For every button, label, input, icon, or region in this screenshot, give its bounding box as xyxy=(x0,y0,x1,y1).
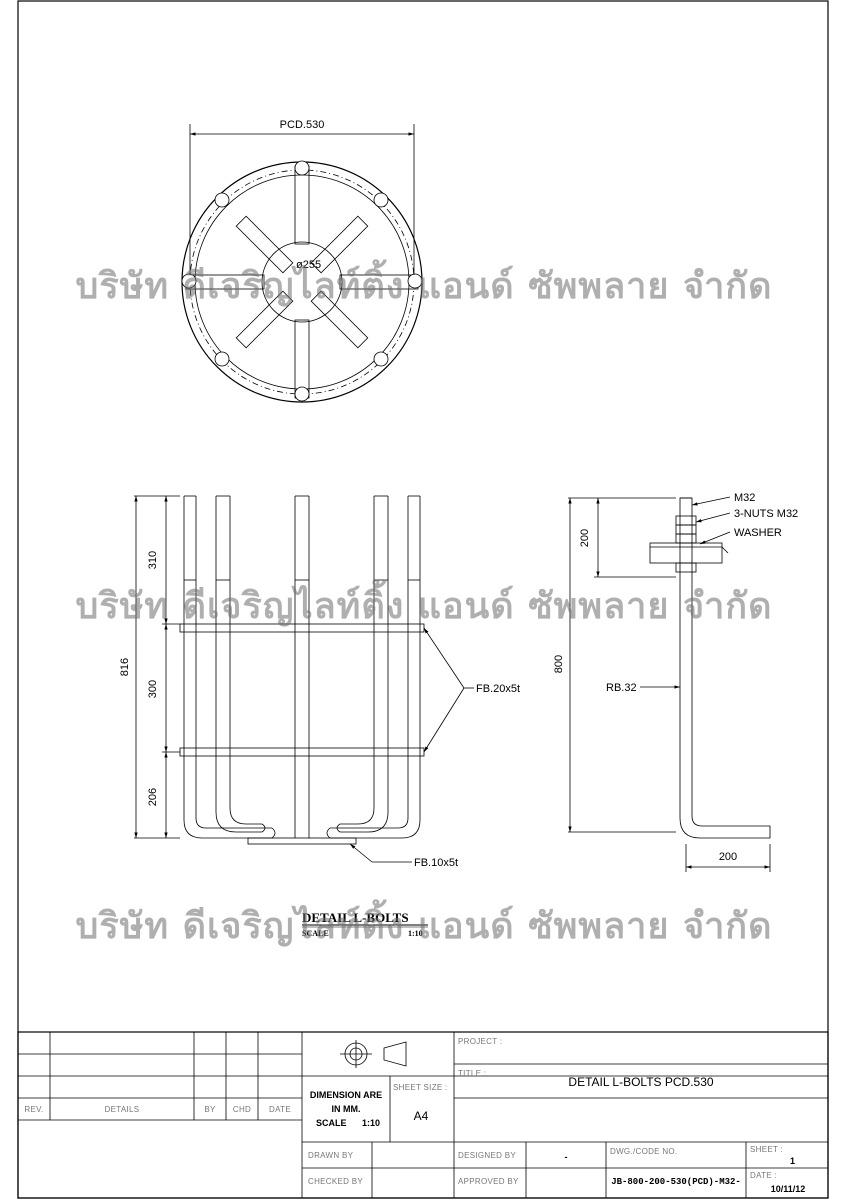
dwg-code-label: DWG./CODE NO. xyxy=(610,1147,677,1156)
flat-bar-base xyxy=(247,837,357,845)
designed-by-label: DESIGNED BY xyxy=(458,1151,516,1160)
dimension-line1: DIMENSION ARE xyxy=(310,1090,382,1100)
spoke xyxy=(310,215,369,274)
sheet-value: 1 xyxy=(790,1156,795,1166)
bolt-inner-left xyxy=(215,496,262,833)
title-label: TITLE : xyxy=(458,1069,486,1078)
bolt-head xyxy=(214,351,230,367)
dim-mid-label: 300 xyxy=(147,680,159,698)
projection-symbol-icon xyxy=(340,1040,407,1068)
nut xyxy=(675,562,697,573)
dimension-line2: IN MM. xyxy=(332,1104,361,1114)
title-value: DETAIL L-BOLTS PCD.530 xyxy=(568,1075,713,1089)
checked-by-label: CHECKED BY xyxy=(308,1177,363,1186)
spoke xyxy=(294,319,310,399)
nut xyxy=(675,533,697,544)
bolt-head xyxy=(373,351,389,367)
bolt-outer-right xyxy=(330,496,421,839)
nut xyxy=(675,515,697,526)
dim-foot-label: 200 xyxy=(719,851,737,863)
dim-bottom-label: 206 xyxy=(147,788,159,806)
bolt-head xyxy=(214,192,230,208)
front-elevation: 816 310 300 206 FB.20x5t FB.10x5t xyxy=(119,495,520,869)
details-header: DETAILS xyxy=(105,1105,140,1114)
designed-by-value: - xyxy=(565,1152,568,1162)
detail-scale-label: SCALE xyxy=(302,929,329,938)
sheet-size-label: SHEET SIZE : xyxy=(393,1083,448,1092)
spoke xyxy=(235,215,294,274)
dim-total-label: 816 xyxy=(119,658,131,676)
date-label: DATE : xyxy=(750,1171,777,1180)
drawn-by-label: DRAWN BY xyxy=(308,1151,354,1160)
tb-scale-value: 1:10 xyxy=(362,1118,380,1128)
center-ring xyxy=(261,241,343,323)
chd-header: CHD xyxy=(233,1105,251,1114)
nuts-label: 3-NUTS M32 xyxy=(734,508,798,520)
washer-label: WASHER xyxy=(734,527,782,539)
bolt-head xyxy=(294,386,310,402)
detail-title: DETAIL L-BOLTS xyxy=(302,910,409,925)
nut xyxy=(675,524,697,535)
approved-by-label: APPROVED BY xyxy=(458,1177,519,1186)
watermark: บริษัท ดีเจริญไลท์ติ้ง แอนด์ ซัพพลาย จำก… xyxy=(76,259,773,307)
bolt-center xyxy=(294,496,310,838)
dim-top-label: 310 xyxy=(147,551,159,569)
project-label: PROJECT : xyxy=(458,1037,502,1046)
fb-band-label: FB.20x5t xyxy=(476,683,520,695)
bolt-head xyxy=(181,273,197,289)
date-header: DATE xyxy=(269,1105,291,1114)
dim-thread-label: 200 xyxy=(579,529,591,547)
fb-base-label: FB.10x5t xyxy=(414,857,458,869)
inner-diameter-label: ø255 xyxy=(296,259,321,271)
bolt-head xyxy=(407,273,423,289)
detail-caption: DETAIL L-BOLTS SCALE 1:10 xyxy=(302,910,428,938)
bar-label: RB.32 xyxy=(606,682,637,694)
base-plate xyxy=(649,542,723,564)
sheet-size-value: A4 xyxy=(414,1109,429,1123)
dim-length-label: 800 xyxy=(553,655,565,673)
spoke xyxy=(294,165,310,245)
dwg-code-value: JB-800-200-530(PCD)-M32- xyxy=(611,1177,741,1187)
bolt-outer-left xyxy=(183,496,272,839)
thread-label: M32 xyxy=(734,492,755,504)
rev-header: REV. xyxy=(24,1105,43,1114)
date-value: 10/11/12 xyxy=(771,1184,806,1194)
l-bolt-profile xyxy=(679,497,771,839)
bolt-head xyxy=(294,160,310,176)
bolt-inner-right xyxy=(340,496,389,833)
flat-bar-bottom xyxy=(179,747,425,757)
spoke xyxy=(235,290,294,349)
detail-scale-value: 1:10 xyxy=(408,929,423,938)
watermark: บริษัท ดีเจริญไลท์ติ้ง แอนด์ ซัพพลาย จำก… xyxy=(76,899,773,947)
by-header: BY xyxy=(204,1105,216,1114)
pcd-label: PCD.530 xyxy=(280,119,325,131)
plan-view: PCD.530 ø255 xyxy=(181,119,423,403)
spoke xyxy=(310,290,369,349)
tb-scale-label: SCALE xyxy=(316,1118,347,1128)
title-block: REV. DETAILS BY CHD DATE DIMENSION ARE I… xyxy=(17,1031,829,1199)
side-view: M32 3-NUTS M32 WASHER 200 800 RB.32 200 xyxy=(553,492,798,872)
sheet-label: SHEET : xyxy=(750,1145,783,1154)
watermark: บริษัท ดีเจริญไลท์ติ้ง แอนด์ ซัพพลาย จำก… xyxy=(76,579,773,627)
bolt-head xyxy=(373,192,389,208)
